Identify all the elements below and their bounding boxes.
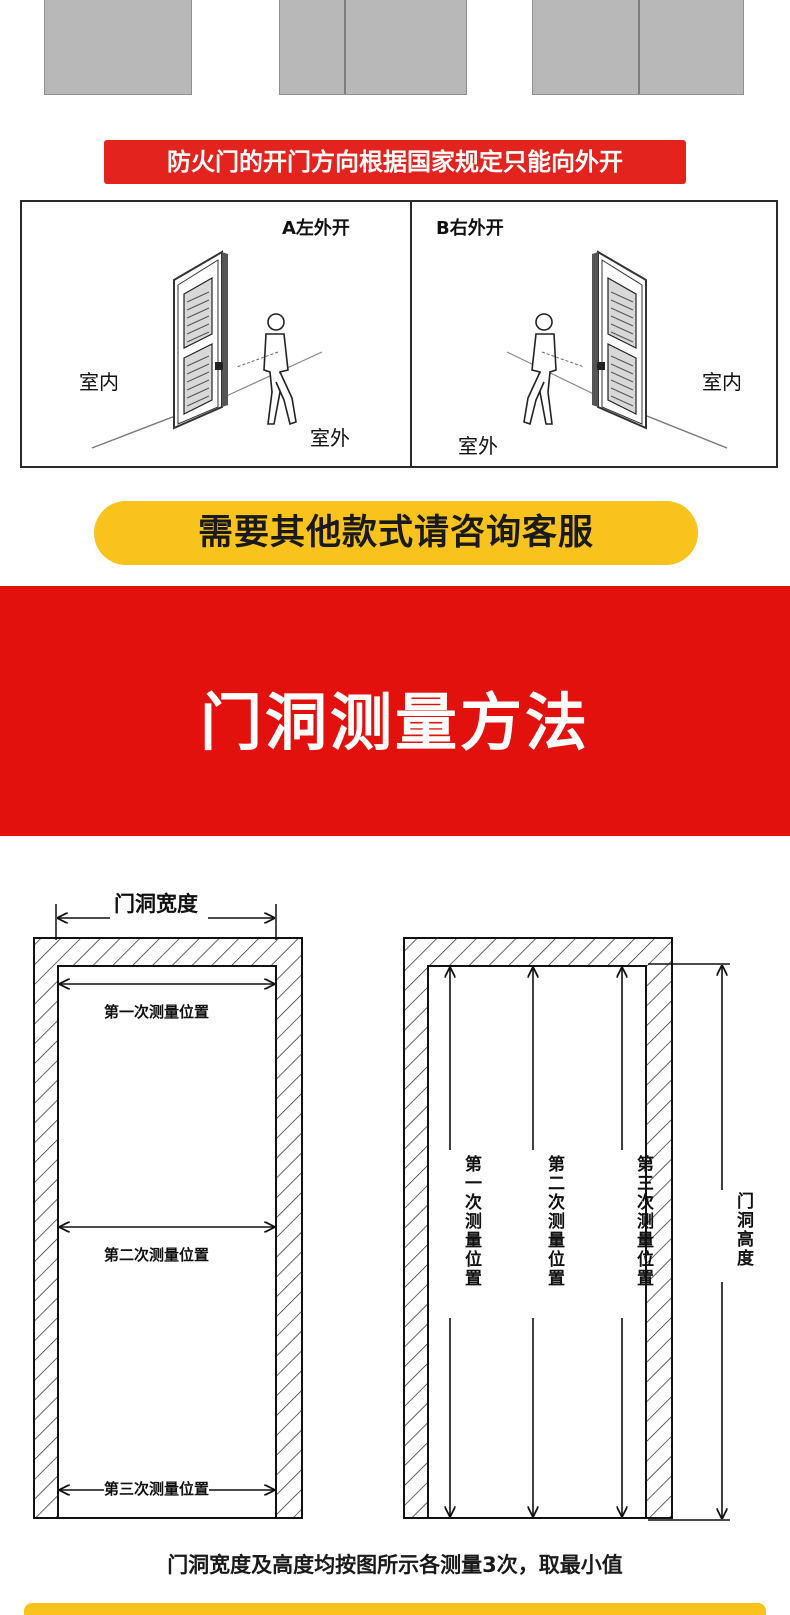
door-thumbnail-equal-double [532,0,744,95]
measurement-caption: 门洞宽度及高度均按图所示各测量3次，取最小值 [167,1553,623,1577]
left-door-indoor-label: 室内 [79,370,119,394]
door-thumbnail-double [279,0,467,95]
height-measurement-diagram [403,937,732,1521]
width-position-3: 第三次测量位置 [104,1478,210,1499]
height-position-3: 第三次测量位置 [633,1155,653,1288]
right-door-title: B右外开 [436,218,504,239]
panel-divider [410,202,412,466]
measurement-diagram [33,904,732,1521]
width-position-2: 第二次测量位置 [104,1244,210,1265]
left-door-title: A左外开 [282,218,350,239]
section-banner: 门洞测量方法 [0,586,790,836]
height-position-2: 第二次测量位置 [544,1155,564,1288]
width-measurement-diagram [33,904,303,1519]
door-direction-diagram: A左外开 室内 室外 B右外开 室内 室外 [20,200,778,468]
section-title: 门洞测量方法 [199,686,590,759]
height-position-1: 第一次测量位置 [461,1155,481,1288]
left-door-illustration [91,250,323,449]
right-door-indoor-label: 室内 [702,370,742,394]
height-title: 门洞高度 [733,1192,753,1268]
door-thumbnail-single [44,0,192,95]
right-door-illustration [506,250,728,449]
right-door-outdoor-label: 室外 [458,434,498,458]
width-position-1: 第一次测量位置 [104,1003,210,1021]
contact-service-banner: 需要其他款式请咨询客服 [94,501,698,565]
bottom-yellow-strip [24,1603,766,1615]
door-direction-notice: 防火门的开门方向根据国家规定只能向外开 [104,140,686,184]
width-title: 门洞宽度 [114,892,198,916]
left-door-outdoor-label: 室外 [310,426,350,450]
